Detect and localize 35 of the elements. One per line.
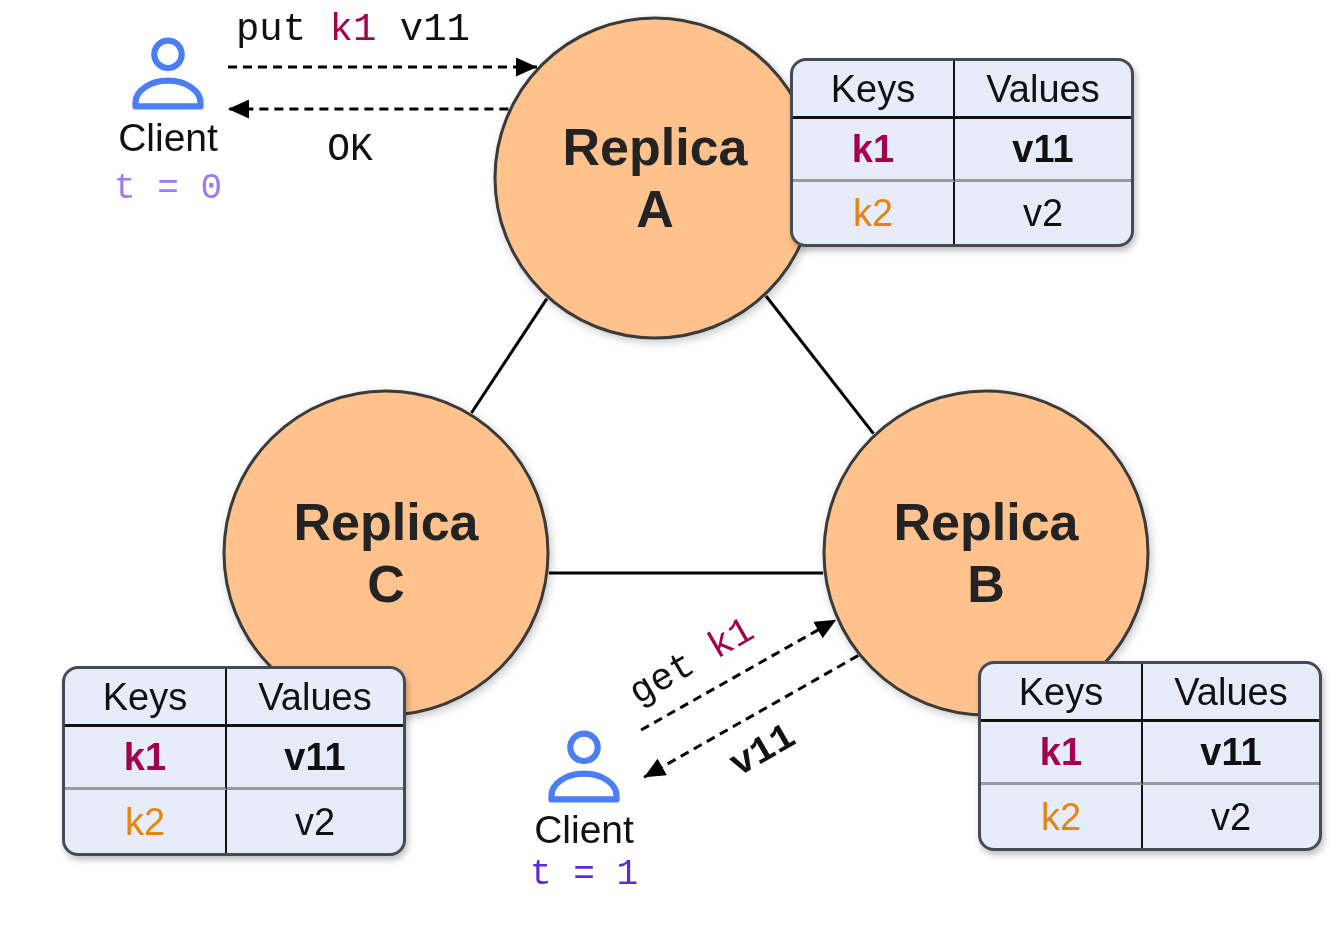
header-cell: Values — [1143, 664, 1319, 722]
node-label: Client — [118, 115, 218, 161]
table-cell-text: v2 — [1021, 190, 1065, 236]
arrow — [643, 654, 859, 779]
table-cell-text: v2 — [1209, 794, 1253, 840]
header-cell: Keys — [981, 664, 1143, 722]
table-cell: k1 — [65, 727, 227, 790]
header-cell: Keys — [793, 61, 955, 119]
key-value-table — [62, 666, 406, 856]
table-cell: v11 — [955, 119, 1131, 182]
table-cell: k2 — [65, 790, 227, 853]
table-cell: k2 — [981, 785, 1143, 848]
arrow — [228, 99, 509, 119]
connector-line — [764, 295, 875, 435]
connector-line — [470, 297, 549, 414]
header-cell: Values — [955, 61, 1131, 119]
time-label: t = 1 — [530, 855, 638, 895]
header-cell: Keys — [65, 669, 227, 727]
table-cell-text: v2 — [293, 799, 337, 845]
table-cell: k2 — [793, 181, 955, 244]
table-cell: k1 — [793, 119, 955, 182]
table-cell: k1 — [981, 722, 1143, 785]
table-cell: v11 — [227, 727, 403, 790]
connector-line — [548, 571, 824, 575]
node-label: Replica A — [562, 117, 748, 240]
header-cell: Values — [227, 669, 403, 727]
time-label: t = 0 — [114, 169, 222, 209]
node-label: Replica C — [293, 492, 479, 615]
table-cell: v11 — [1143, 722, 1319, 785]
key-value-table — [790, 58, 1134, 247]
arrow — [640, 618, 837, 732]
key-value-table — [978, 661, 1322, 851]
arrow — [228, 57, 537, 77]
node-label: Replica B — [893, 492, 1079, 615]
node-label: Client — [534, 807, 634, 853]
